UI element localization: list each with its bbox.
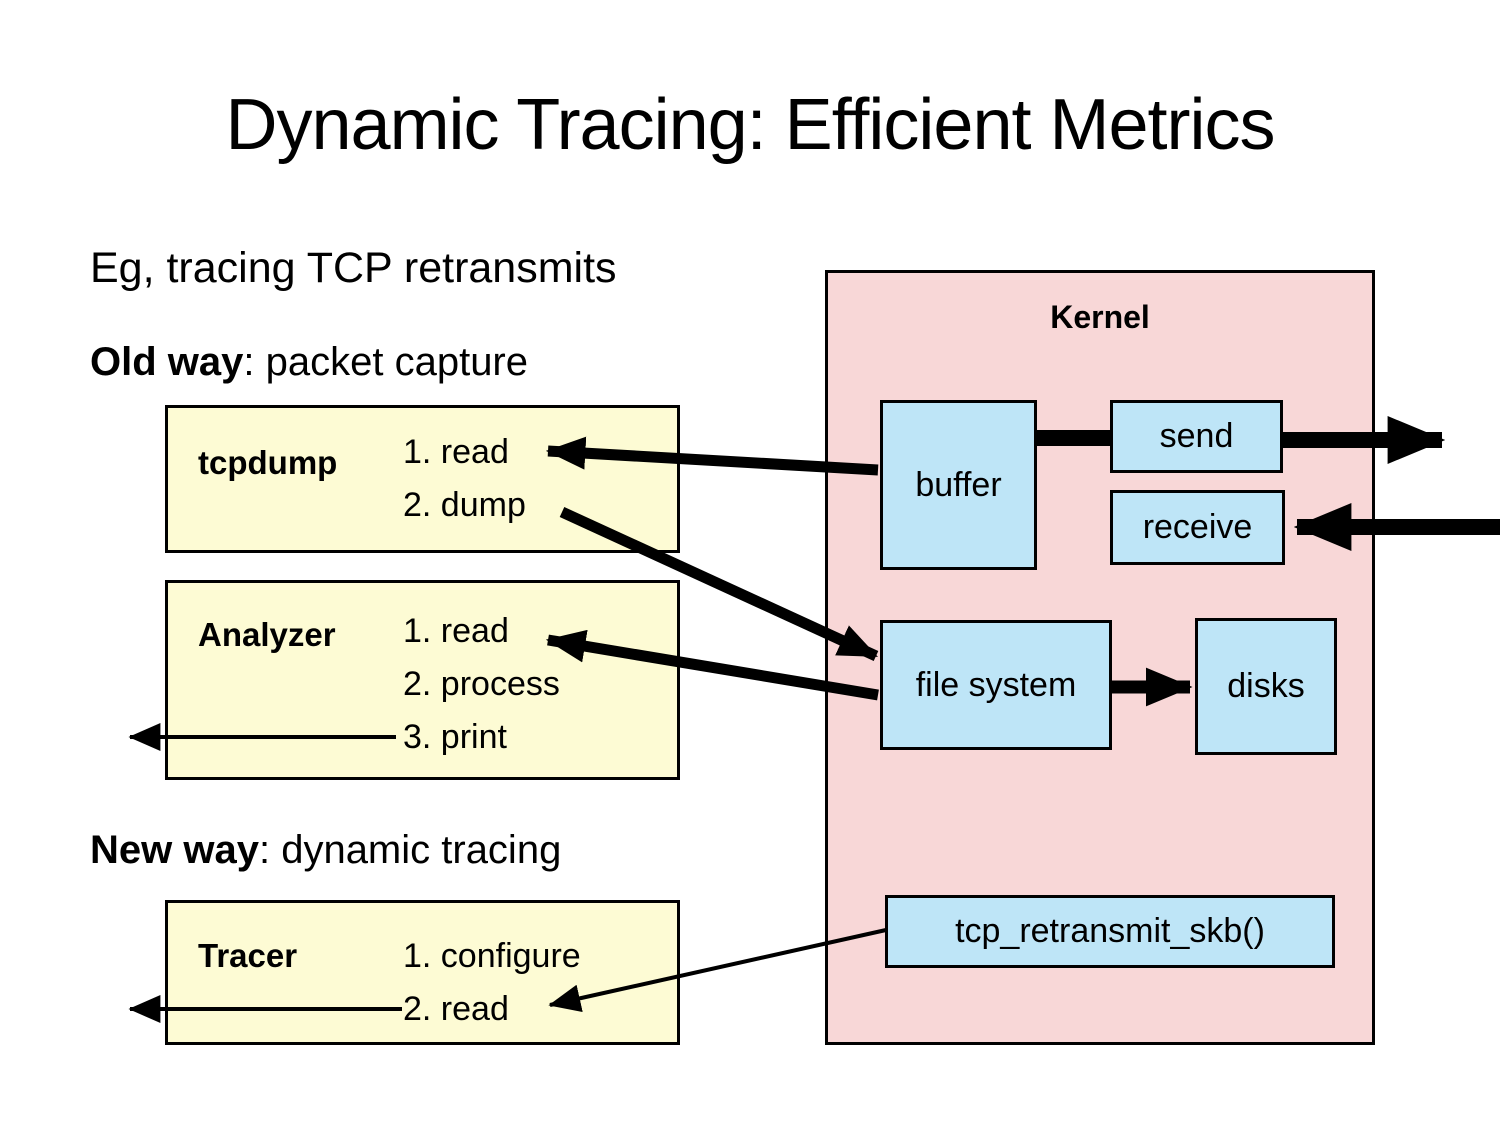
tcpdump-steps: 1. read 2. dump [403,426,526,532]
analyzer-label: Analyzer [198,616,336,653]
send-node: send [1110,400,1283,473]
new-way-rest: : dynamic tracing [258,828,562,872]
old-way-bold: Old way [90,340,244,384]
tcp-retransmit-node: tcp_retransmit_skb() [885,895,1335,968]
subtitle: Eg, tracing TCP retransmits [90,244,617,292]
file-system-node: file system [880,620,1112,750]
tracer-steps: 1. configure 2. read [403,930,581,1036]
tracer-label: Tracer [198,937,298,974]
disks-node: disks [1195,618,1337,755]
buffer-node: buffer [880,400,1037,570]
new-way-bold: New way [90,828,259,872]
tracer-step-configure: 1. configure [403,937,581,975]
analyzer-box: Analyzer 1. read 2. process 3. print [165,580,680,780]
analyzer-step-process: 2. process [403,665,560,703]
receive-node: receive [1110,490,1285,565]
tcpdump-step-dump: 2. dump [403,486,526,524]
tcpdump-label: tcpdump [198,444,338,481]
tcpdump-box: tcpdump 1. read 2. dump [165,405,680,553]
kernel-label: Kernel [1050,299,1150,335]
tracer-box: Tracer 1. configure 2. read [165,900,680,1045]
tracer-step-read: 2. read [403,990,509,1028]
old-way-heading: Old way: packet capture [90,340,528,385]
tcpdump-step-read: 1. read [403,433,509,471]
analyzer-step-read: 1. read [403,612,509,650]
new-way-heading: New way: dynamic tracing [90,828,561,873]
analyzer-steps: 1. read 2. process 3. print [403,605,560,764]
analyzer-step-print: 3. print [403,718,507,756]
old-way-rest: : packet capture [243,340,528,384]
page-title: Dynamic Tracing: Efficient Metrics [225,85,1276,165]
